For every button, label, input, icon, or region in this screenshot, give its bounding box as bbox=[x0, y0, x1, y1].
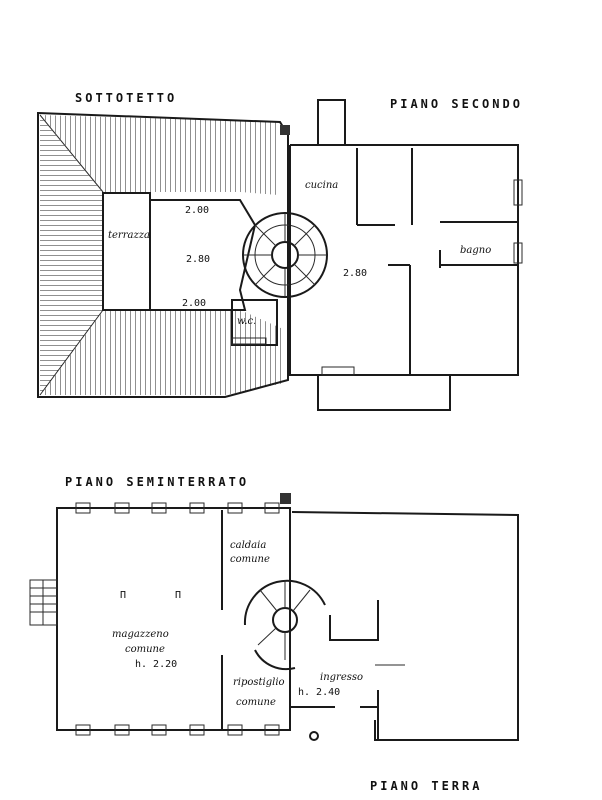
title-basement: PIANO SEMINTERRATO bbox=[65, 475, 249, 489]
attic-plan: terrazza 2.00 2.80 2.00 w.c. bbox=[37, 111, 290, 398]
wc-label: w.c. bbox=[237, 316, 256, 327]
attic-room bbox=[149, 199, 257, 311]
pillar-mark: П bbox=[175, 590, 181, 601]
external-stair bbox=[29, 579, 58, 626]
ground-floor-height: h. 2.40 bbox=[298, 687, 340, 698]
boiler-label-2: comune bbox=[230, 554, 270, 565]
bathroom-label: bagno bbox=[460, 245, 491, 256]
attic-height-center: 2.80 bbox=[186, 254, 210, 265]
closet-label-2: comune bbox=[236, 697, 276, 708]
pillar-mark: П bbox=[120, 590, 126, 601]
boiler-label-1: caldaia bbox=[230, 540, 266, 551]
second-floor-height: 2.80 bbox=[343, 268, 367, 279]
title-ground-floor: PIANO TERRA bbox=[370, 779, 482, 793]
entrance-label: ingresso bbox=[320, 672, 363, 683]
balcony bbox=[317, 374, 451, 411]
chimney bbox=[317, 99, 346, 146]
closet-label-1: ripostiglio bbox=[233, 677, 285, 688]
title-second-floor: PIANO SECONDO bbox=[390, 97, 523, 111]
terrace-area bbox=[102, 192, 151, 311]
title-attic: SOTTOTETTO bbox=[75, 91, 177, 105]
spiral-staircase-lower bbox=[243, 579, 326, 671]
roof-hatch bbox=[40, 115, 285, 395]
attic-height-bottom: 2.00 bbox=[182, 298, 206, 309]
storage-label-1: magazzeno bbox=[112, 629, 169, 640]
terrace-label: terrazza bbox=[108, 230, 150, 241]
storage-label-2: comune bbox=[125, 644, 165, 655]
spiral-staircase-upper bbox=[242, 212, 328, 298]
second-floor-plan: cucina bagno 2.80 bbox=[231, 99, 523, 411]
basement-plan: П П caldaia comune magazzeno comune h. 2… bbox=[29, 493, 291, 736]
column-mark bbox=[309, 731, 319, 741]
roof-hatch-side bbox=[40, 115, 103, 395]
storage-height: h. 2.20 bbox=[135, 659, 177, 670]
attic-outline bbox=[37, 111, 289, 398]
ground-floor-plan: ingresso h. 2.40 bbox=[289, 510, 519, 741]
wc-room bbox=[231, 299, 278, 346]
kitchen-label: cucina bbox=[305, 180, 338, 191]
attic-height-top: 2.00 bbox=[185, 205, 209, 216]
windows bbox=[75, 502, 280, 736]
